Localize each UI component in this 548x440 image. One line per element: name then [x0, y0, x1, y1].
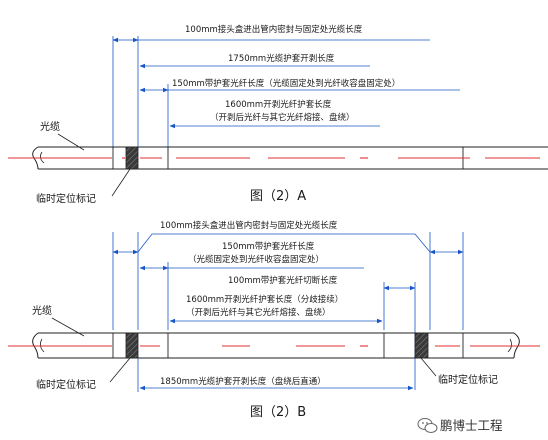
figure-a: 100mm接头盒进出管内密封与固定处光缆长度 1750mm光缆护套开剥长度 15…: [8, 24, 548, 205]
wechat-icon: [417, 418, 438, 433]
watermark: 鹏博士工程: [417, 418, 503, 433]
dim-4-label-1: 1600mm开剥光纤护套长度: [225, 99, 332, 110]
watermark-text: 鹏博士工程: [440, 418, 503, 433]
figure-b: 100mm接头盒进出管内密封与固定处光缆长度 150mm带护套光纤长度 （光缆固…: [8, 220, 540, 420]
temporary-position-marker: [125, 146, 139, 170]
marker-label-left: 临时定位标记: [36, 378, 96, 391]
dim-2-label-1: 150mm带护套光纤长度: [222, 241, 315, 252]
cable-b: [8, 332, 540, 359]
marker-label: 临时定位标记: [36, 192, 96, 205]
dim-2-label: 1750mm光缆护套开剥长度: [228, 53, 335, 64]
marker-label-leader-right: [420, 357, 437, 377]
dim-3-label: 100mm带护套光纤切断长度: [228, 275, 338, 286]
cable-label-leader: [51, 317, 85, 337]
temporary-position-marker-right: [414, 332, 429, 359]
dim-1-label: 100mm接头盒进出管内密封与固定处光缆长度: [160, 220, 338, 231]
dim-1-label: 100mm接头盒进出管内密封与固定处光缆长度: [185, 24, 363, 35]
dim-3-label: 150mm带护套光纤长度（光缆固定处到光纤收容盘固定处）: [172, 78, 400, 89]
cable-a: [8, 146, 548, 170]
dim-4-label-1: 1600mm开剥光纤护套长度（分歧接续）: [186, 294, 343, 305]
cable-label: 光缆: [32, 304, 52, 317]
marker-label-right: 临时定位标记: [438, 373, 498, 386]
dim-4-label-2: （开剥后光纤与其它光纤熔接、盘绕）: [186, 307, 331, 318]
cable-label-leader: [57, 133, 85, 151]
dim-5-label: 1850mm光缆护套开剥长度（盘绕后直通）: [160, 376, 326, 387]
caption-b: 图（2）B: [250, 405, 306, 420]
marker-label-leader-left: [109, 357, 131, 383]
dim-4-label-2: （开剥后光纤与其它光纤熔接、盘绕）: [210, 112, 355, 123]
dim-1-leader-left: [137, 233, 431, 253]
temporary-position-marker-left: [125, 332, 139, 359]
caption-a: 图（2）A: [250, 189, 306, 204]
dim-2-label-2: （光缆固定处到光纤收容盘固定处）: [188, 254, 324, 265]
marker-label-leader: [111, 168, 131, 197]
cable-label: 光缆: [40, 120, 60, 133]
